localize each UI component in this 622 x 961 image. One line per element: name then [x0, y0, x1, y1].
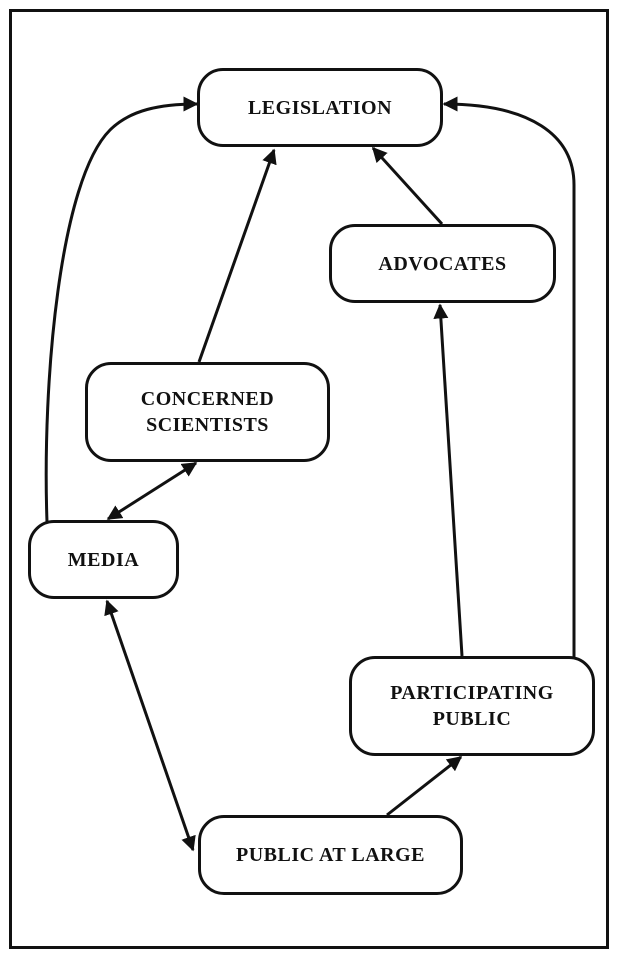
node-legislation-label: LEGISLATION [247, 96, 393, 119]
arrow-participating-to-legislation [442, 96, 576, 658]
node-participating-public: PARTICIPATING PUBLIC [349, 656, 595, 756]
node-advocates-label: ADVOCATES [378, 252, 507, 275]
arrow-media-to-legislation [44, 96, 199, 523]
arrow-media-scientists [106, 461, 198, 521]
arrow-public-large-to-participating [386, 755, 463, 817]
node-media-label: MEDIA [67, 548, 140, 571]
node-advocates: ADVOCATES [329, 224, 556, 303]
arrow-participating-to-advocates [433, 303, 464, 657]
arrow-advocates-to-legislation [371, 146, 444, 226]
node-concerned-scientists: CONCERNED SCIENTISTS [85, 362, 330, 462]
node-legislation: LEGISLATION [197, 68, 443, 147]
node-media: MEDIA [28, 520, 179, 599]
arrow-media-public-large [104, 599, 196, 852]
node-public-at-large-label: PUBLIC AT LARGE [235, 844, 426, 866]
node-public-at-large: PUBLIC AT LARGE [198, 815, 463, 895]
node-participating-public-label: PARTICIPATING PUBLIC [390, 682, 554, 730]
node-concerned-scientists-label: CONCERNED SCIENTISTS [140, 388, 275, 436]
arrow-scientists-to-legislation [197, 148, 277, 363]
